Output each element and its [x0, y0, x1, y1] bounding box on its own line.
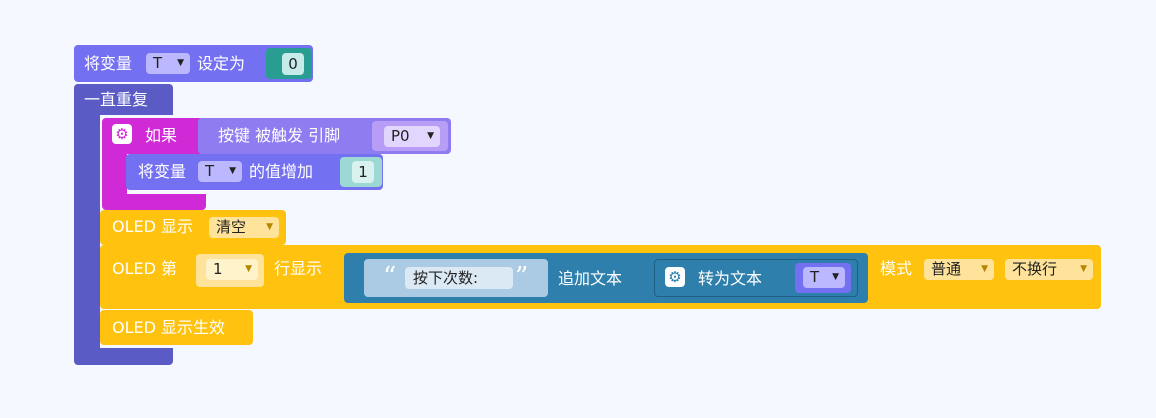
gear-icon[interactable]: ⚙	[112, 124, 132, 144]
oled-clear-option: 清空	[216, 218, 247, 236]
oled-show-label: OLED 显示生效	[112, 318, 226, 337]
set-variable-name: T	[153, 54, 163, 72]
append-text-label: 追加文本	[558, 269, 623, 288]
change-variable-value-input[interactable]: 1	[352, 161, 374, 183]
pin-dropdown[interactable]: P0 ▼	[384, 126, 440, 147]
to-text-var-dropdown[interactable]: T ▼	[803, 267, 845, 288]
button-pressed-label: 按键 被触发 引脚	[218, 126, 341, 145]
dropdown-arrow-icon: ▼	[266, 222, 273, 232]
wrap-value: 不换行	[1012, 260, 1058, 278]
dropdown-arrow-icon: ▼	[427, 131, 434, 141]
forever-block-arm	[74, 112, 100, 357]
oled-show-block[interactable]	[100, 310, 253, 345]
mode-dropdown[interactable]: 普通 ▼	[924, 259, 994, 280]
line-number-value: 1	[213, 260, 223, 278]
dropdown-arrow-icon: ▼	[177, 58, 184, 68]
open-quote-icon: “	[383, 262, 397, 292]
text-literal-input[interactable]: 按下次数:	[405, 267, 513, 289]
dropdown-arrow-icon: ▼	[981, 264, 988, 274]
if-label: 如果	[145, 126, 178, 145]
oled-clear-label: OLED 显示	[112, 217, 194, 236]
to-text-var-name: T	[810, 268, 820, 286]
change-variable-suffix: 的值增加	[249, 162, 314, 181]
change-variable-name-dropdown[interactable]: T ▼	[198, 161, 242, 182]
forever-label: 一直重复	[84, 90, 149, 109]
forever-block[interactable]	[74, 84, 173, 115]
set-variable-label: 将变量	[84, 54, 133, 73]
dropdown-arrow-icon: ▼	[229, 166, 236, 176]
oled-clear-option-dropdown[interactable]: 清空 ▼	[209, 217, 279, 238]
oled-line-label: OLED 第	[112, 259, 178, 278]
change-variable-name: T	[205, 162, 215, 180]
mode-label: 模式	[880, 259, 913, 278]
dropdown-arrow-icon: ▼	[245, 264, 252, 274]
if-block-bottom	[102, 194, 206, 210]
dropdown-arrow-icon: ▼	[832, 272, 839, 282]
mode-value: 普通	[931, 260, 962, 278]
set-variable-name-dropdown[interactable]: T ▼	[146, 53, 190, 74]
change-variable-label: 将变量	[138, 162, 187, 181]
dropdown-arrow-icon: ▼	[1080, 264, 1087, 274]
set-variable-value: 0	[288, 55, 298, 73]
pin-value: P0	[391, 127, 410, 145]
if-block-arm	[102, 150, 127, 200]
set-variable-value-input[interactable]: 0	[282, 53, 304, 75]
line-number-dropdown[interactable]: 1 ▼	[206, 259, 258, 280]
to-text-label: 转为文本	[698, 269, 763, 288]
gear-icon[interactable]: ⚙	[665, 267, 685, 287]
set-variable-suffix: 设定为	[197, 54, 246, 73]
close-quote-icon: ”	[515, 262, 529, 292]
text-literal-value: 按下次数:	[413, 269, 479, 287]
change-variable-value: 1	[358, 163, 368, 181]
oled-line-middle-label: 行显示	[274, 259, 323, 278]
wrap-dropdown[interactable]: 不换行 ▼	[1005, 259, 1093, 280]
forever-block-bottom	[74, 348, 173, 365]
